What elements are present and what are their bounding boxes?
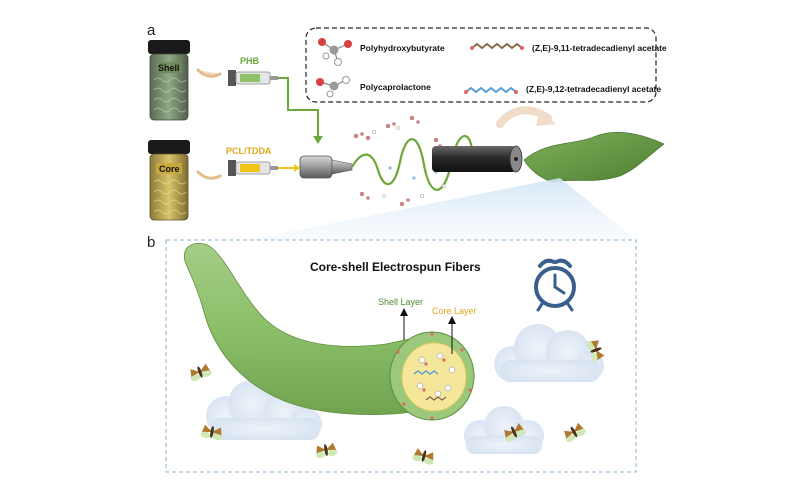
moth-icon [504, 423, 526, 442]
coaxial-nozzle [299, 155, 353, 179]
panel-b-frame [165, 239, 637, 473]
shell-layer-label: Shell Layer [378, 297, 424, 307]
core-vial-label: Core [159, 164, 180, 174]
tdda-911-molecule-icon [470, 42, 524, 50]
moth-icon [564, 422, 586, 443]
core-syringe [228, 160, 278, 176]
shell-feed-line [278, 77, 319, 140]
phb-syringe-label: PHB [240, 56, 260, 66]
cloud-right-top [494, 324, 604, 382]
pcl-tdda-syringe-label: PCL/TDDA [226, 146, 272, 156]
legend-label-pcl: Polycaprolactone [360, 82, 431, 92]
cloud-right-bottom [464, 406, 544, 454]
shell-vial [148, 40, 190, 121]
fiber-cross-section [389, 331, 475, 421]
shell-syringe [228, 70, 278, 86]
moth-icon [200, 424, 223, 441]
phb-molecule-icon [318, 38, 352, 66]
core-vial [148, 140, 190, 221]
rotating-collector [432, 145, 523, 173]
legend-label-phb: Polyhydroxybutyrate [360, 43, 445, 53]
moth-icon [315, 442, 338, 459]
pcl-molecule-icon [316, 76, 350, 98]
core-layer-label: Core Layer [432, 306, 477, 316]
fiber-mat [523, 131, 665, 183]
moth-icons [190, 340, 605, 465]
transfer-arrow-shell [196, 68, 222, 78]
tdda-912-molecule-icon [464, 86, 518, 94]
legend-box [305, 27, 657, 103]
panel-a [148, 40, 665, 240]
transfer-arrow-core [196, 170, 222, 180]
fiber-title: Core-shell Electrospun Fibers [310, 260, 481, 274]
alarm-clock-icon [534, 258, 576, 312]
legend-label-tdda-911: (Z,E)-9,11-tetradecadienyl acetate [532, 43, 667, 53]
moth-icon [412, 448, 434, 465]
moth-icon [190, 363, 212, 382]
panel-b [165, 239, 637, 473]
panel-label-b: b [147, 234, 156, 251]
panel-label-a: a [147, 22, 156, 39]
moth-icon [586, 340, 605, 362]
shell-vial-label: Shell [158, 63, 180, 73]
zoom-projection [248, 178, 636, 240]
legend-label-tdda-912: (Z,E)-9,12-tetradecadienyl acetate [526, 84, 662, 94]
